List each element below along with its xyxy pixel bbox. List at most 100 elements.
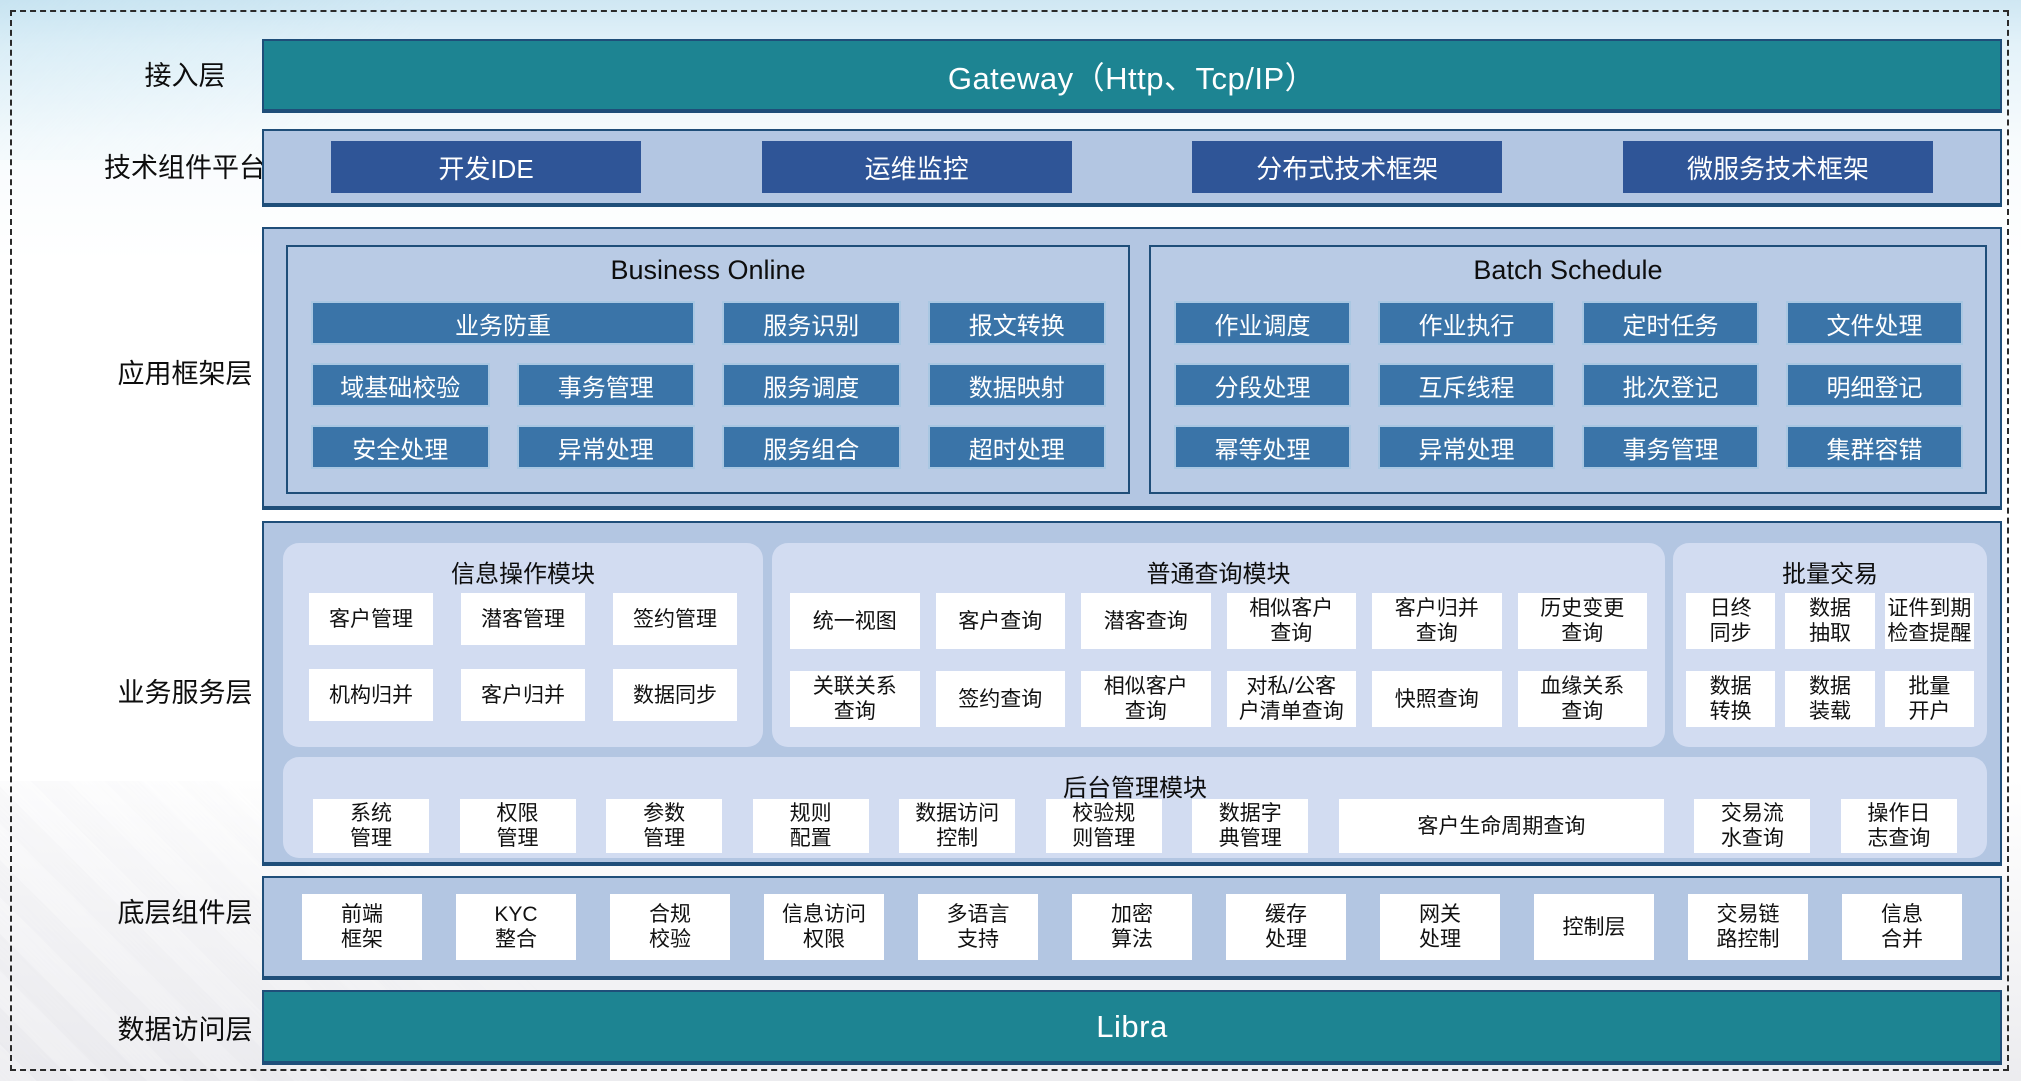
base-component-box: 控制层 xyxy=(1534,894,1654,960)
business-online-box: 报文转换 xyxy=(927,301,1106,345)
layer-label-access: 接入层 xyxy=(144,61,226,91)
business-service-layer: 信息操作模块 客户管理潜客管理签约管理机构归并客户归并数据同步 普通查询模块 统… xyxy=(262,521,2002,866)
common-query-box: 血缘关系 查询 xyxy=(1517,671,1647,727)
common-query-box: 历史变更 查询 xyxy=(1517,593,1647,649)
app-framework-layer: Business Online 业务防重服务识别报文转换域基础校验事务管理服务调… xyxy=(262,227,2002,510)
business-online-box: 事务管理 xyxy=(516,363,695,407)
batch-schedule-group: Batch Schedule 作业调度作业执行定时任务文件处理分段处理互斥线程批… xyxy=(1149,245,1987,494)
batch-schedule-box: 明细登记 xyxy=(1786,363,1963,407)
batch-schedule-box: 事务管理 xyxy=(1582,425,1759,469)
base-component-box: KYC 整合 xyxy=(456,894,576,960)
batch-schedule-box: 批次登记 xyxy=(1582,363,1759,407)
common-query-module: 普通查询模块 统一视图客户查询潜客查询相似客户 查询客户归并 查询历史变更 查询… xyxy=(772,543,1665,747)
business-online-box: 业务防重 xyxy=(311,301,695,345)
base-component-box: 缓存 处理 xyxy=(1226,894,1346,960)
base-component-box: 信息 合并 xyxy=(1842,894,1962,960)
info-ops-box: 签约管理 xyxy=(613,593,737,645)
admin-box: 规则 配置 xyxy=(752,799,869,853)
common-query-box: 对私/公客 户清单查询 xyxy=(1226,671,1356,727)
common-query-box: 潜客查询 xyxy=(1081,593,1211,649)
admin-box: 数据字 典管理 xyxy=(1192,799,1309,853)
base-component-box: 前端 框架 xyxy=(302,894,422,960)
gateway-bar: Gateway（Http、Tcp/IP） xyxy=(262,39,2002,113)
batch-trade-box: 批量 开户 xyxy=(1884,671,1974,727)
batch-schedule-grid: 作业调度作业执行定时任务文件处理分段处理互斥线程批次登记明细登记幂等处理异常处理… xyxy=(1174,301,1963,469)
common-query-box: 关联关系 查询 xyxy=(790,671,920,727)
batch-schedule-box: 作业调度 xyxy=(1174,301,1351,345)
admin-box: 数据访问 控制 xyxy=(899,799,1016,853)
batch-schedule-box: 作业执行 xyxy=(1378,301,1555,345)
tech-platform-box: 运维监控 xyxy=(761,141,1072,193)
tech-platform-box: 分布式技术框架 xyxy=(1192,141,1503,193)
info-ops-box: 潜客管理 xyxy=(461,593,585,645)
business-online-box: 数据映射 xyxy=(927,363,1106,407)
layer-label-app-framework: 应用框架层 xyxy=(117,359,253,389)
info-ops-title: 信息操作模块 xyxy=(451,561,595,588)
business-online-box: 超时处理 xyxy=(927,425,1106,469)
admin-box: 参数 管理 xyxy=(606,799,723,853)
batch-trade-module: 批量交易 日终 同步数据 抽取证件到期 检查提醒数据 转换数据 装载批量 开户 xyxy=(1673,543,1987,747)
business-online-box: 安全处理 xyxy=(311,425,490,469)
data-access-bar: Libra xyxy=(262,990,2002,1065)
business-online-box: 异常处理 xyxy=(516,425,695,469)
batch-schedule-box: 分段处理 xyxy=(1174,363,1351,407)
batch-schedule-box: 异常处理 xyxy=(1378,425,1555,469)
info-ops-grid: 客户管理潜客管理签约管理机构归并客户归并数据同步 xyxy=(309,593,737,721)
batch-trade-box: 日终 同步 xyxy=(1686,593,1776,649)
admin-box: 权限 管理 xyxy=(459,799,576,853)
admin-title: 后台管理模块 xyxy=(1063,775,1207,802)
admin-grid: 系统 管理权限 管理参数 管理规则 配置数据访问 控制校验规 则管理数据字 典管… xyxy=(313,799,1957,853)
admin-box: 系统 管理 xyxy=(313,799,429,853)
layer-label-base-components: 底层组件层 xyxy=(117,898,253,928)
layer-label-data-access: 数据访问层 xyxy=(117,1015,253,1045)
business-online-box: 域基础校验 xyxy=(311,363,490,407)
layer-label-business-service: 业务服务层 xyxy=(117,678,253,708)
common-query-title: 普通查询模块 xyxy=(1146,561,1291,588)
data-access-title: Libra xyxy=(1096,1008,1168,1044)
business-online-title: Business Online xyxy=(610,255,806,285)
info-ops-box: 机构归并 xyxy=(309,669,433,721)
info-ops-box: 客户管理 xyxy=(309,593,433,645)
layer-label-tech-platform: 技术组件平台 xyxy=(104,153,266,183)
admin-box: 客户生命周期查询 xyxy=(1338,799,1664,853)
info-ops-box: 客户归并 xyxy=(461,669,585,721)
tech-platform-box: 开发IDE xyxy=(331,141,641,193)
business-online-group: Business Online 业务防重服务识别报文转换域基础校验事务管理服务调… xyxy=(286,245,1130,494)
common-query-box: 客户归并 查询 xyxy=(1372,593,1502,649)
batch-trade-box: 数据 转换 xyxy=(1686,671,1776,727)
base-component-box: 多语言 支持 xyxy=(918,894,1038,960)
batch-schedule-box: 文件处理 xyxy=(1786,301,1963,345)
batch-schedule-box: 幂等处理 xyxy=(1174,425,1351,469)
tech-platform-box: 微服务技术框架 xyxy=(1622,141,1933,193)
common-query-grid: 统一视图客户查询潜客查询相似客户 查询客户归并 查询历史变更 查询关联关系 查询… xyxy=(790,593,1647,727)
batch-trade-title: 批量交易 xyxy=(1782,561,1878,588)
admin-box: 校验规 则管理 xyxy=(1045,799,1162,853)
common-query-box: 快照查询 xyxy=(1372,671,1502,727)
common-query-box: 相似客户 查询 xyxy=(1226,593,1356,649)
base-component-box: 交易链 路控制 xyxy=(1688,894,1808,960)
batch-trade-grid: 日终 同步数据 抽取证件到期 检查提醒数据 转换数据 装载批量 开户 xyxy=(1686,593,1974,727)
diagram-dashed-border xyxy=(10,10,2009,1071)
business-online-box: 服务调度 xyxy=(722,363,901,407)
tech-platform-row: 开发IDE 运维监控 分布式技术框架 微服务技术框架 xyxy=(262,129,2002,207)
info-ops-box: 数据同步 xyxy=(613,669,737,721)
common-query-box: 客户查询 xyxy=(935,593,1065,649)
batch-schedule-box: 定时任务 xyxy=(1582,301,1759,345)
info-ops-module: 信息操作模块 客户管理潜客管理签约管理机构归并客户归并数据同步 xyxy=(283,543,763,747)
batch-trade-box: 数据 装载 xyxy=(1785,671,1875,727)
admin-box: 交易流 水查询 xyxy=(1694,799,1811,853)
base-component-box: 信息访问 权限 xyxy=(764,894,884,960)
batch-trade-box: 数据 抽取 xyxy=(1785,593,1875,649)
base-component-box: 加密 算法 xyxy=(1072,894,1192,960)
common-query-box: 统一视图 xyxy=(790,593,920,649)
business-online-grid: 业务防重服务识别报文转换域基础校验事务管理服务调度数据映射安全处理异常处理服务组… xyxy=(311,301,1106,469)
common-query-box: 签约查询 xyxy=(935,671,1065,727)
common-query-box: 相似客户 查询 xyxy=(1081,671,1211,727)
admin-module: 后台管理模块 系统 管理权限 管理参数 管理规则 配置数据访问 控制校验规 则管… xyxy=(283,757,1987,858)
business-online-box: 服务识别 xyxy=(722,301,901,345)
batch-schedule-box: 互斥线程 xyxy=(1378,363,1555,407)
base-component-box: 合规 校验 xyxy=(610,894,730,960)
business-online-box: 服务组合 xyxy=(722,425,901,469)
batch-schedule-box: 集群容错 xyxy=(1786,425,1963,469)
